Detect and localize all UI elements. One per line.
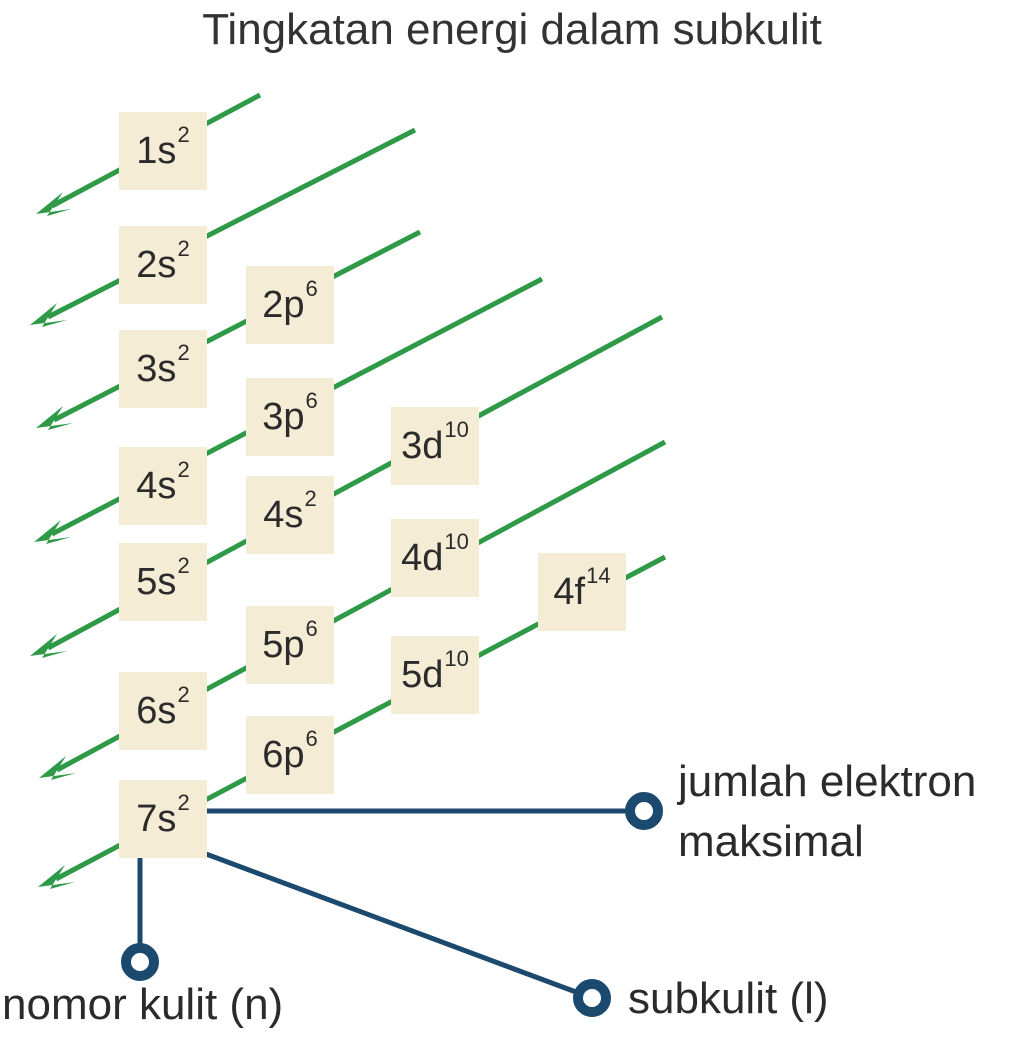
diagonal-arrow-2 <box>46 127 417 320</box>
orbital-electron-count: 14 <box>586 563 611 588</box>
label-subshell: subkulit (l) <box>628 974 829 1023</box>
orbital-electron-count: 2 <box>304 486 317 511</box>
orbital-electron-count: 2 <box>177 340 190 365</box>
orbital-label: 4d <box>401 536 444 579</box>
arrowhead-4 <box>34 520 71 544</box>
orbital-electron-count: 6 <box>305 276 318 301</box>
orbital-label: 1s <box>136 129 177 172</box>
connector-end-shell-number <box>121 943 159 981</box>
arrowhead-1 <box>36 192 71 216</box>
orbital-label: 3p <box>262 395 305 438</box>
orbital-label: 5s <box>136 560 177 603</box>
orbital-electron-count: 2 <box>177 457 190 482</box>
diagonal-arrow-3 <box>52 229 422 423</box>
label-max-electrons-line1: jumlah elektron <box>678 757 977 806</box>
label-max-electrons-line2: maksimal <box>678 817 864 866</box>
orbital-label: 4s <box>136 464 177 507</box>
arrowhead-3 <box>36 406 73 430</box>
connector-end-subshell <box>573 979 611 1017</box>
arrowhead-5 <box>30 634 67 658</box>
orbital-electron-count: 2 <box>177 236 190 261</box>
orbital-electron-count: 2 <box>177 553 190 578</box>
legend-connectors <box>121 792 663 1017</box>
orbital-electron-count: 10 <box>444 417 469 442</box>
arrowhead-6 <box>39 756 76 780</box>
label-shell-number: nomor kulit (n) <box>2 980 284 1029</box>
orbital-label: 5p <box>262 623 305 666</box>
diagram-title: Tingkatan energi dalam subkulit <box>202 5 822 54</box>
orbital-label: 6p <box>262 733 305 776</box>
orbital-label: 4s <box>263 493 304 536</box>
arrowhead-2 <box>30 303 67 327</box>
connector-subshell <box>181 842 593 1001</box>
orbital-electron-count: 2 <box>177 122 190 147</box>
orbital-label: 7s <box>136 797 177 840</box>
orbital-electron-count: 2 <box>177 682 190 707</box>
orbital-electron-count: 6 <box>305 388 318 413</box>
orbital-label: 3s <box>136 347 177 390</box>
orbital-label: 4f <box>553 570 586 613</box>
orbital-label: 2p <box>262 283 305 326</box>
orbital-label: 5d <box>401 653 444 696</box>
orbital-label: 3d <box>401 424 444 467</box>
orbital-label: 6s <box>136 689 177 732</box>
orbital-electron-count: 2 <box>177 790 190 815</box>
connector-end-max-electrons <box>625 792 663 830</box>
orbital-electron-count: 10 <box>444 529 469 554</box>
arrowhead-7 <box>38 865 75 889</box>
orbital-electron-count: 6 <box>305 726 318 751</box>
orbital-electron-count: 6 <box>305 616 318 641</box>
orbital-electron-count: 10 <box>444 646 469 671</box>
orbital-label: 2s <box>136 243 177 286</box>
